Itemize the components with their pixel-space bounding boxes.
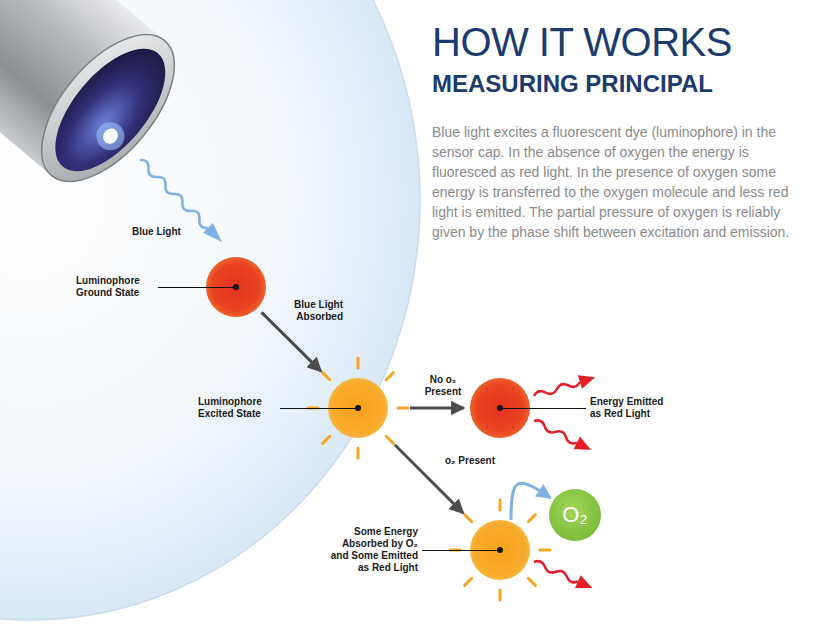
red-light-wave xyxy=(531,556,595,595)
leader-line xyxy=(280,408,358,409)
red-light-wave xyxy=(532,371,597,403)
light-label: Blue Light xyxy=(132,226,181,238)
sensor-glow xyxy=(0,0,420,620)
center-dot xyxy=(497,405,503,411)
node-label: Some Energy Absorbed by O₂ and Some Emit… xyxy=(322,526,418,574)
page-title: HOW IT WORKS xyxy=(432,20,732,64)
node-label: Luminophore Ground State xyxy=(76,275,154,299)
center-dot xyxy=(355,405,361,411)
luminophore-circle: Luminophore Ground State xyxy=(206,257,266,317)
leader-line xyxy=(158,287,236,288)
excited-luminophore: Luminophore Excited State xyxy=(328,378,388,438)
leader-line xyxy=(422,550,500,551)
center-dot xyxy=(497,547,503,553)
edge-label: No o₂ Present xyxy=(418,374,468,398)
process-arrow xyxy=(410,407,464,410)
leader-line xyxy=(500,408,586,409)
node-label: O₂ xyxy=(562,503,588,527)
luminophore-circle: Energy Emitted as Red Light xyxy=(470,378,530,438)
edge-label: o₂ Present xyxy=(445,455,515,467)
description-text: Blue light excites a fluorescent dye (lu… xyxy=(432,122,812,242)
oxygen-transfer-arrow xyxy=(511,483,550,520)
section-heading: MEASURING PRINCIPAL xyxy=(432,70,713,98)
center-dot xyxy=(233,284,239,290)
sensor-probe xyxy=(0,0,199,204)
edge-label: Blue Light Absorbed xyxy=(283,299,343,323)
excited-luminophore: Some Energy Absorbed by O₂ and Some Emit… xyxy=(470,520,530,580)
oxygen-molecule: O₂ xyxy=(549,489,601,541)
node-label: Energy Emitted as Red Light xyxy=(590,396,672,420)
node-label: Luminophore Excited State xyxy=(198,396,276,420)
red-light-wave xyxy=(531,415,594,457)
